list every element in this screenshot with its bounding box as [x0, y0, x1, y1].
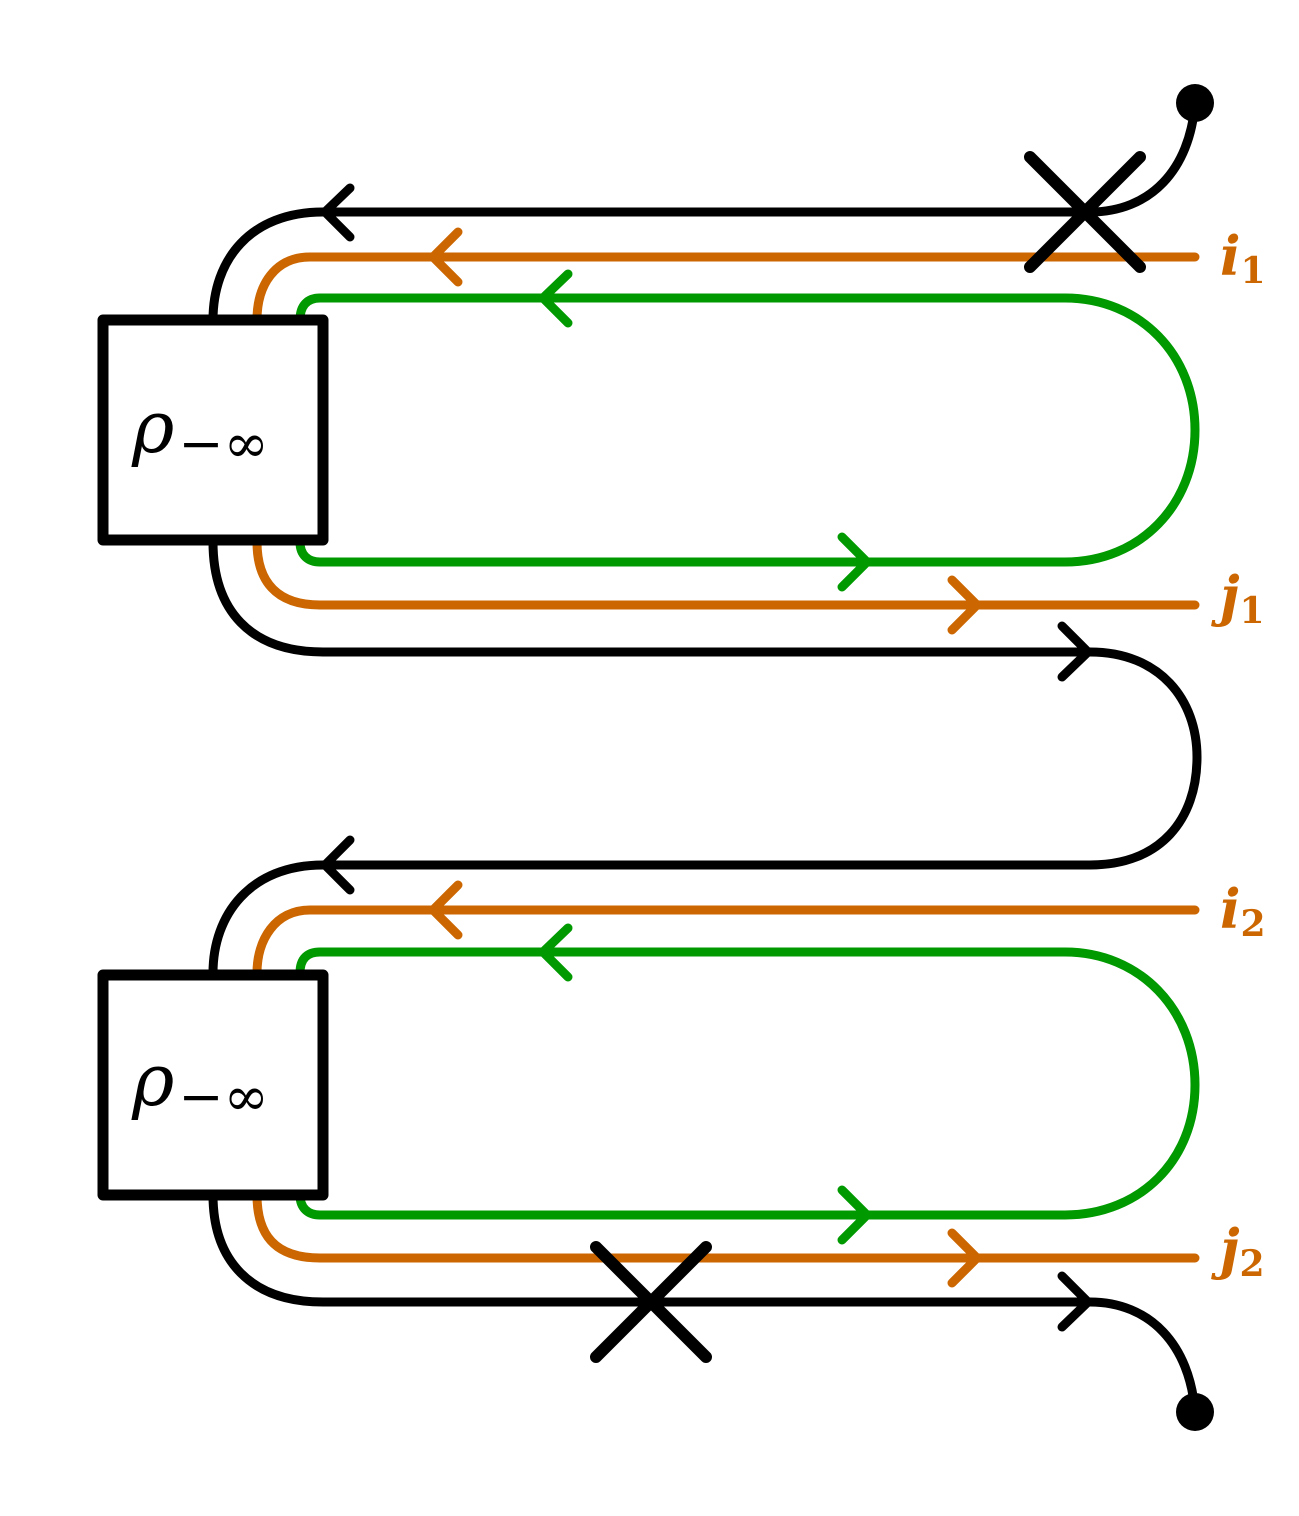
label-j1-index: 1 — [1240, 590, 1265, 632]
svg-text:ρ−∞: ρ−∞ — [131, 1038, 269, 1128]
label-j1-letter: j — [1211, 564, 1240, 628]
rho-subscript-upper: −∞ — [178, 412, 268, 475]
green-loops — [295, 269, 1200, 1245]
black-contour — [208, 84, 1214, 1431]
cross-icon-lower — [590, 1241, 712, 1363]
svg-text:ρ−∞: ρ−∞ — [131, 385, 269, 475]
green-loop-upper — [295, 293, 1200, 567]
cross-icon-upper — [1024, 151, 1146, 273]
label-i1: i1 — [1220, 224, 1266, 292]
green-arrow-upper-left — [538, 269, 573, 328]
rho-subscript-lower: −∞ — [178, 1065, 268, 1128]
black-endpoint-top — [1176, 84, 1214, 122]
green-arrow-lower-left — [538, 923, 573, 982]
black-arrow-middle-right — [1057, 621, 1093, 682]
label-i2-index: 2 — [1241, 903, 1266, 945]
rho-box-lower-frame — [97, 969, 329, 1201]
orange-arrow-i1 — [428, 227, 463, 287]
index-labels: i1 j1 i2 j2 — [1211, 224, 1266, 1285]
label-j2-index: 2 — [1240, 1243, 1265, 1285]
cross-markers — [590, 151, 1146, 1363]
label-j2: j2 — [1211, 1217, 1265, 1285]
rho-symbol-lower: ρ — [131, 1038, 174, 1122]
orange-path-j2 — [252, 1190, 1200, 1263]
black-path-lower — [208, 1190, 1200, 1417]
orange-arrow-i2 — [428, 880, 463, 940]
orange-path-i2 — [252, 905, 1200, 978]
label-i2-letter: i — [1220, 877, 1241, 941]
label-j2-letter: j — [1211, 1217, 1240, 1281]
label-j1: j1 — [1211, 564, 1265, 632]
green-loop-lower — [295, 947, 1200, 1220]
label-i1-index: 1 — [1241, 250, 1266, 292]
orange-path-j1 — [252, 537, 1200, 610]
black-arrow-upper — [320, 183, 355, 242]
rho-box-upper-frame — [97, 314, 329, 546]
orange-path-i1 — [252, 252, 1200, 325]
orange-arrow-j2 — [947, 1228, 982, 1288]
black-path-upper — [208, 98, 1200, 325]
rho-symbol-upper: ρ — [131, 385, 174, 469]
black-arrow-middle-left — [320, 835, 355, 895]
label-i2: i2 — [1220, 877, 1266, 945]
rho-box-upper: ρ−∞ — [97, 314, 329, 546]
orange-arrow-j1 — [947, 575, 982, 635]
green-arrow-lower-right — [837, 1185, 872, 1245]
label-i1-letter: i — [1220, 224, 1241, 288]
black-path-middle — [208, 537, 1202, 978]
orange-strands — [252, 227, 1200, 1288]
green-arrow-upper-right — [837, 532, 872, 592]
black-arrow-lower — [1057, 1271, 1093, 1332]
rho-box-lower: ρ−∞ — [97, 969, 329, 1201]
black-endpoint-bottom — [1176, 1393, 1214, 1431]
